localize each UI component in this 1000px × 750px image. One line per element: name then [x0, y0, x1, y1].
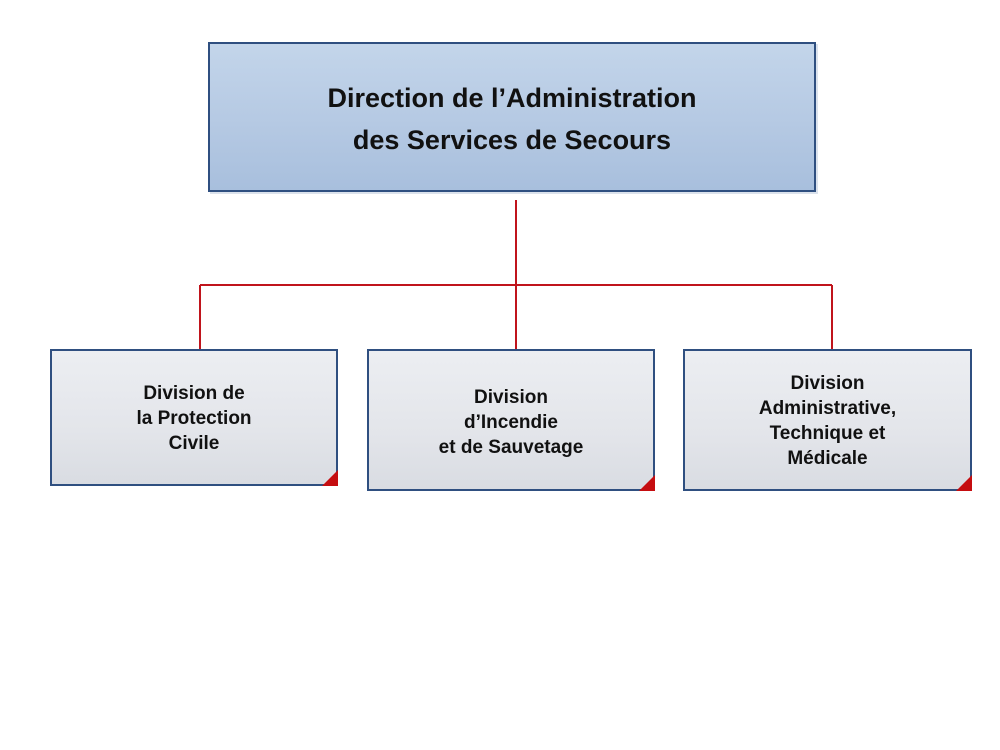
- corner-accent-triangle: [956, 475, 972, 491]
- child-node-incendie-sauvetage: Division d’Incendie et de Sauvetage: [367, 349, 655, 491]
- child-node-label: Division d’Incendie et de Sauvetage: [438, 386, 584, 458]
- child-node-protection-civile: Division de la Protection Civile: [50, 349, 338, 486]
- child-node-label: Division Administrative, Technique et Mé…: [758, 373, 897, 469]
- root-node-direction: Direction de l’Administration des Servic…: [208, 42, 816, 192]
- child-node-label: Division de la Protection Civile: [136, 383, 252, 454]
- corner-accent-triangle: [639, 475, 655, 491]
- corner-accent-triangle: [322, 470, 338, 486]
- child-node-administrative-technique-medicale: Division Administrative, Technique et Mé…: [683, 349, 972, 491]
- root-node-label: Direction de l’Administration des Servic…: [327, 83, 697, 155]
